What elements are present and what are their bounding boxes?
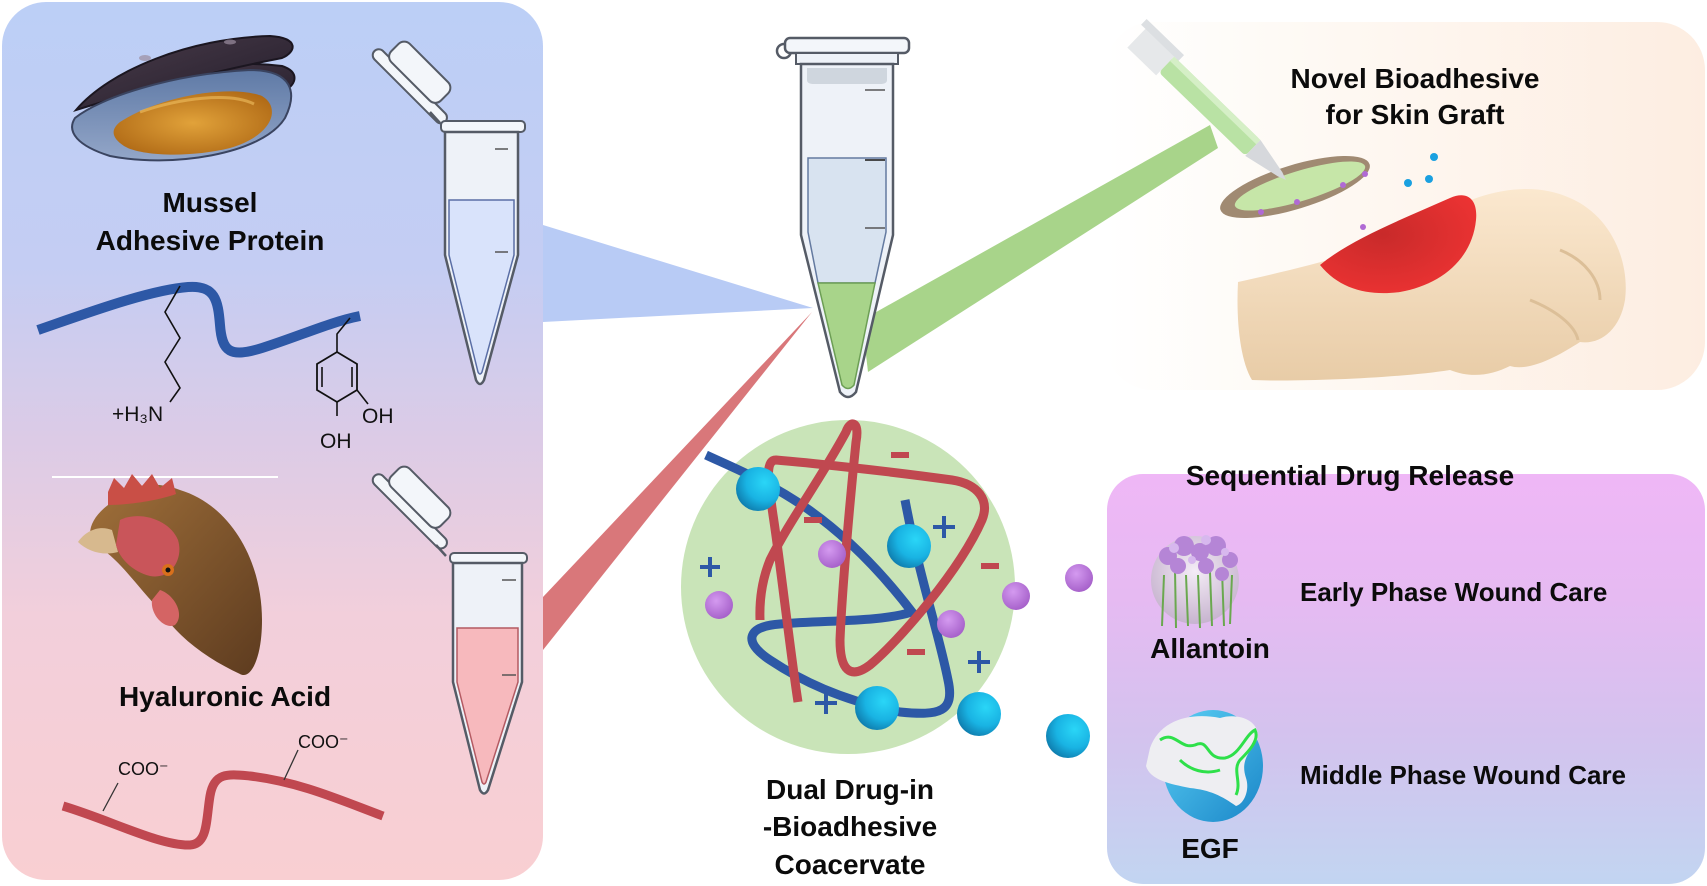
phase-early: Early Phase Wound Care [1300,577,1608,607]
chicken-icon [78,474,262,676]
drug-name-allantoin: Allantoin [1150,633,1270,664]
drug-name-egf: EGF [1181,833,1239,864]
negative-charge [804,517,822,523]
beam-red [543,312,812,650]
positive-charges [700,516,990,714]
positive-charge [700,557,720,577]
hyaluronic-acid-tube-icon [371,465,528,795]
mussel-icon [71,34,296,162]
allantoin-particle [818,540,846,568]
catechol-oh-label-2: OH [320,430,352,453]
phase-middle: Middle Phase Wound Care [1300,760,1627,790]
allantoin-particles [705,540,1093,638]
coacervate-label-line3: Coacervate [774,849,926,880]
mussel-protein-strand [704,450,955,718]
negative-charge [981,563,999,569]
egf-particles [736,467,1090,758]
allantoin-particle [1002,582,1030,610]
release-title: Sequential Drug Release [1185,460,1515,491]
allantoin-particle [937,610,965,638]
egf-particle [855,686,899,730]
graft-title-line1: Novel Bioadhesive [1290,63,1540,94]
bioadhesive-patch [1220,153,1438,230]
egf-particle [736,467,780,511]
egf-particle [1046,714,1090,758]
graft-title-line2: for Skin Graft [1325,99,1505,130]
positive-charge [933,516,955,538]
carboxylate-label-2: COO⁻ [298,732,349,752]
coacervate-label-line2: -Bioadhesive [762,811,938,842]
coacervate-label-line1: Dual Drug-in [766,774,934,805]
hyaluronic-acid-label: Hyaluronic Acid [118,681,332,712]
allantoin-particle [1065,564,1093,592]
microcentrifuge-tube-icon [775,36,911,399]
mussel-protein-chain [36,281,369,416]
negative-charge [907,649,925,655]
amine-group-label: +H₃N [112,403,164,426]
hyaluronic-acid-chain [61,749,385,850]
egf-particle [957,692,1001,736]
negative-charges [804,452,999,655]
mussel-protein-tube-icon [371,40,526,386]
positive-charge [815,692,837,714]
beam-green [862,125,1218,372]
beam-blue [543,225,813,322]
protein-icon [1146,710,1263,822]
catechol-oh-label-1: OH [362,405,394,428]
positive-charge [968,651,990,673]
wound-area [1320,195,1477,294]
hand-wound-icon [1237,189,1626,381]
adhesive-protein-label: Adhesive Protein [95,225,325,256]
syringe-icon [1127,18,1286,180]
egf-particle [887,524,931,568]
negative-charge [891,452,909,458]
mussel-label-line1: Mussel [162,187,258,218]
carboxylate-label-1: COO⁻ [118,759,169,779]
allantoin-particle [705,591,733,619]
mussel-label: Mussel [100,186,320,220]
flower-icon [1151,535,1239,629]
